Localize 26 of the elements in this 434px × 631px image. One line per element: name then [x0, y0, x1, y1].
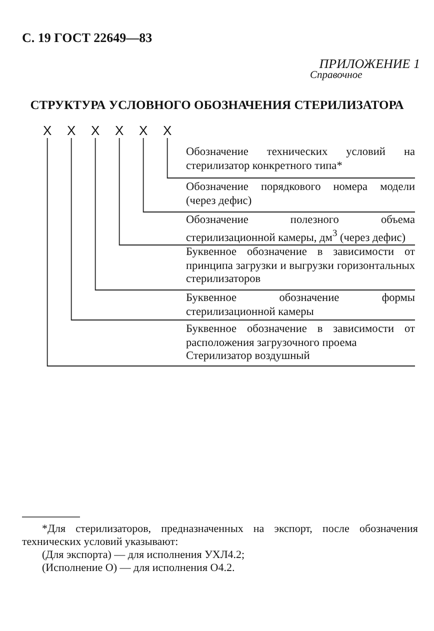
description-text: Буквенное обозначение в зависимости от расположения загрузочного проема — [186, 323, 415, 350]
code-position: X — [139, 124, 148, 138]
code-position: X — [91, 124, 100, 138]
footnote-line: (Для экспорта) — для исполнения УХЛ4.2; — [42, 549, 245, 561]
leader-line — [142, 138, 416, 212]
description-text: Обозначение технических условий на стерилизатор конкретного типа* — [186, 146, 415, 173]
description-text: Буквенное обозначение в зависимости от принципа загрузки и выгрузки горизонтальных стерилизаторов — [186, 246, 415, 286]
leader-line — [94, 138, 416, 290]
description-text: Стерилизатор воздушный — [186, 350, 311, 364]
description-text: Обозначение полезного объема стерилизационной камеры, дм$^{3}$ (через дефис) — [186, 214, 415, 245]
code-position: X — [115, 124, 124, 138]
leader-line — [166, 138, 416, 178]
code-position: X — [67, 124, 76, 138]
footnote-line: (Исполнение О) — для исполнения О4.2. — [42, 562, 235, 574]
description-text: Буквенное обозначение формы стерилизационной камеры — [186, 292, 415, 319]
appendix-heading: ПРИЛОЖЕНИЕ 1 — [318, 56, 420, 71]
page-header: С. 19 ГОСТ 22649—83 — [22, 30, 152, 46]
footnote: *Для стерилизаторов, предназначенных на экспорт, после обозначения технических условий указывают: — [22, 523, 418, 549]
leader-line — [70, 138, 416, 320]
leader-line — [46, 138, 416, 366]
code-position: X — [43, 124, 52, 138]
leader-line — [118, 138, 416, 246]
appendix-note: Справочное — [310, 70, 362, 81]
title: СТРУКТУРА УСЛОВНОГО ОБОЗНАЧЕНИЯ СТЕРИЛИЗАТОРА — [29, 98, 405, 113]
code-position: X — [163, 124, 172, 138]
description-text: Обозначение порядкового номера модели (через дефис) — [186, 181, 415, 208]
